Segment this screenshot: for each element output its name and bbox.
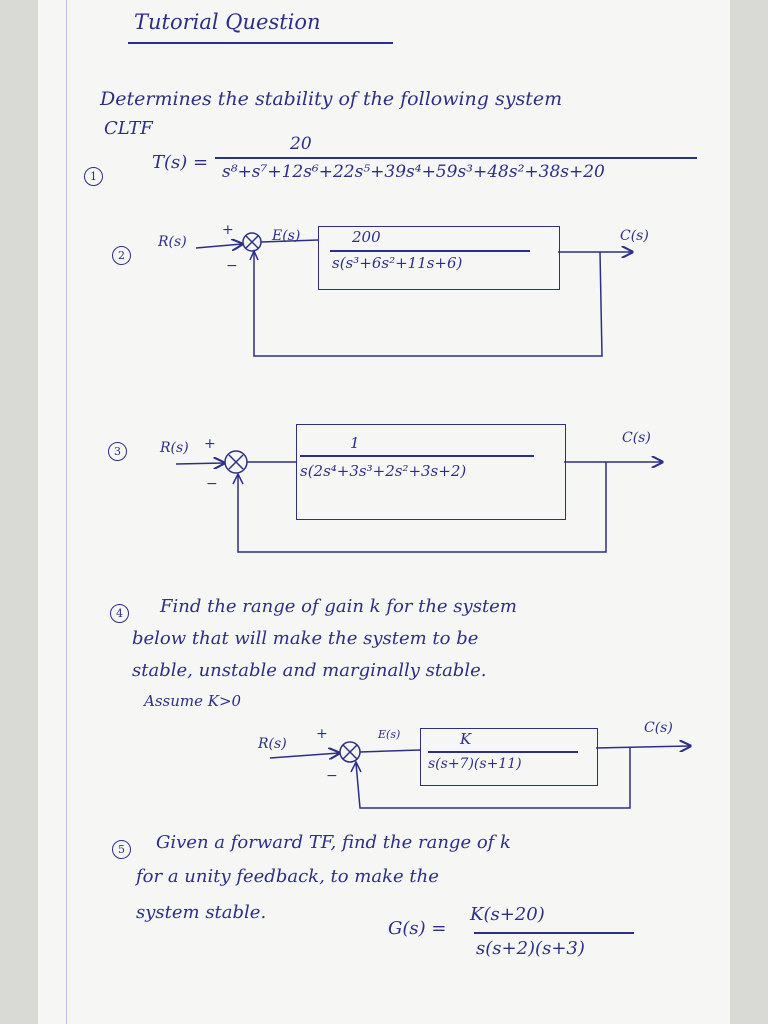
- notebook-page: [38, 0, 730, 1024]
- q3-denominator: s(2s⁴+3s³+2s²+3s+2): [300, 462, 467, 480]
- intro-text: Determines the stability of the followin…: [100, 88, 563, 110]
- q4-input-label: R(s): [258, 736, 287, 752]
- q3-output-label: C(s): [622, 430, 651, 446]
- q5-fraction-bar: [474, 932, 634, 934]
- q4-text-line2: below that will make the system to be: [132, 628, 479, 649]
- q1-fraction-bar: [215, 157, 697, 159]
- q1-numerator: 20: [290, 134, 312, 154]
- q4-denominator: s(s+7)(s+11): [428, 756, 522, 772]
- q3-fraction-bar: [300, 455, 534, 457]
- title-underline: [128, 42, 393, 44]
- page-title: Tutorial Question: [134, 10, 321, 34]
- q5-numerator: K(s+20): [470, 904, 545, 925]
- q3-plant-block: [296, 424, 566, 520]
- q2-summing-junction: [242, 232, 262, 252]
- q4-summing-junction: [339, 741, 361, 763]
- q4-numerator: K: [460, 730, 472, 748]
- q2-feedback-path: [253, 251, 603, 357]
- q2-minus-sign: −: [226, 258, 238, 274]
- q5-text-line2: for a unity feedback, to make the: [136, 866, 439, 887]
- q3-plus-sign: +: [204, 436, 216, 452]
- q1-denominator: s⁸+s⁷+12s⁶+22s⁵+39s⁴+59s³+48s²+38s+20: [222, 162, 605, 182]
- question-2-number: 2: [112, 246, 131, 265]
- q5-text-line1: Given a forward TF, find the range of k: [156, 832, 511, 853]
- q4-text-line3: stable, unstable and marginally stable.: [132, 660, 487, 681]
- q4-fraction-bar: [428, 751, 578, 753]
- q4-output-arrow: [595, 746, 690, 748]
- q3-summing-junction: [224, 450, 248, 474]
- q2-numerator: 200: [352, 228, 381, 246]
- q4-text-line1: Find the range of gain k for the system: [160, 596, 517, 617]
- q3-input-arrow: [175, 463, 224, 464]
- q2-error-label: E(s): [272, 228, 301, 244]
- intro-subtitle: CLTF: [104, 118, 153, 139]
- q4-output-label: C(s): [644, 720, 673, 736]
- question-3-number: 3: [108, 442, 127, 461]
- q5-lhs: G(s) =: [388, 918, 447, 939]
- q2-output-label: C(s): [620, 228, 649, 244]
- q4-plus-sign: +: [316, 726, 328, 742]
- q3-feedback-arrowhead: [232, 472, 244, 485]
- q2-input-label: R(s): [158, 234, 187, 250]
- q2-fraction-bar: [330, 250, 530, 252]
- q1-lhs: T(s) =: [152, 152, 209, 173]
- q4-input-arrow: [269, 753, 339, 758]
- q4-error-line: [359, 749, 421, 753]
- question-5-number: 5: [112, 840, 131, 859]
- question-1-number: 1: [84, 167, 103, 186]
- q3-numerator: 1: [350, 434, 360, 452]
- q3-minus-sign: −: [206, 476, 218, 492]
- q4-feedback-path: [355, 748, 631, 809]
- q4-minus-sign: −: [326, 768, 338, 784]
- q5-text-line3: system stable.: [136, 902, 267, 923]
- q2-error-line: [260, 239, 319, 243]
- margin-line: [66, 0, 67, 1024]
- q2-denominator: s(s³+6s²+11s+6): [332, 254, 463, 272]
- q4-assumption: Assume K>0: [144, 692, 242, 710]
- q4-feedback-arrowhead: [350, 760, 362, 773]
- q2-input-arrow: [195, 244, 242, 248]
- q3-feedback-path: [237, 462, 607, 553]
- q4-error-label: E(s): [378, 728, 401, 741]
- q2-feedback-arrowhead: [249, 249, 259, 261]
- q3-input-label: R(s): [160, 440, 189, 456]
- q2-plus-sign: +: [222, 222, 234, 238]
- question-4-number: 4: [110, 604, 129, 623]
- q5-denominator: s(s+2)(s+3): [476, 938, 585, 959]
- q4-plant-block: [420, 728, 598, 786]
- q2-plant-block: [318, 226, 560, 290]
